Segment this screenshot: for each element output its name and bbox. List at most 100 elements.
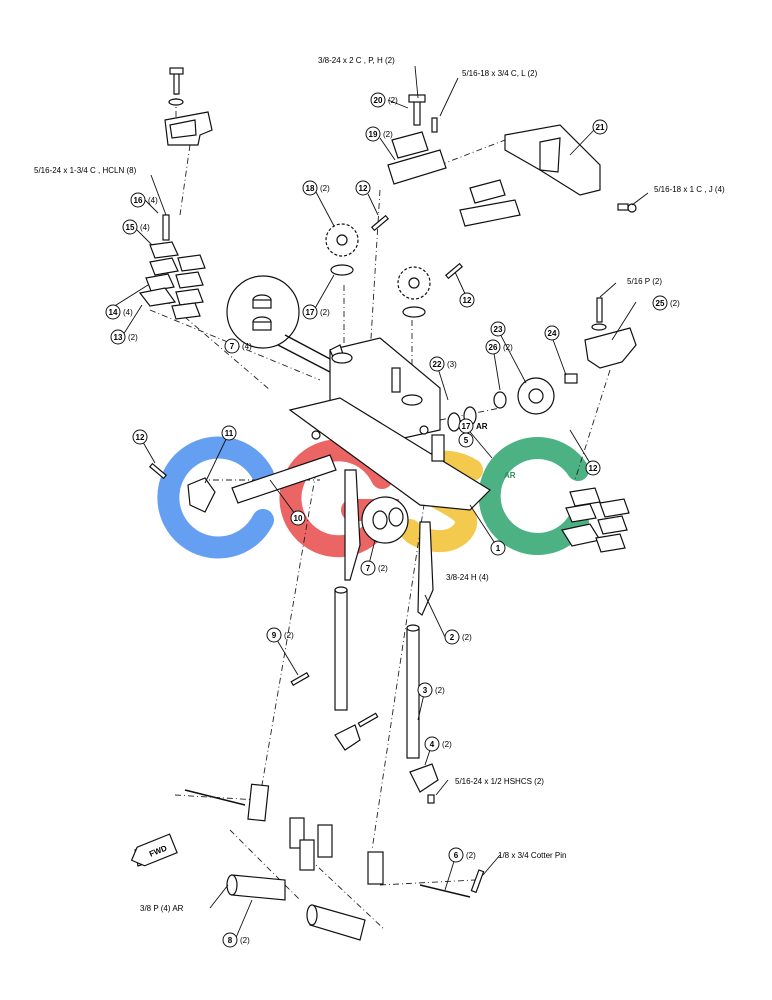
callout-circle (266, 627, 282, 643)
callout-circle (490, 321, 506, 337)
callout-number: 21 (596, 123, 605, 132)
callout-2: 2 (2) (444, 629, 472, 645)
callout-number: 17 (462, 422, 471, 431)
callout-quantity: (3) (447, 360, 457, 369)
callout-circle (110, 329, 126, 345)
callout-quantity: (2) (320, 308, 330, 317)
callout-10: 10 (290, 510, 306, 526)
callout-number: 6 (454, 851, 459, 860)
callout-23: 23 (490, 321, 506, 337)
callout-quantity: (2) (466, 851, 476, 860)
callout-number: 26 (489, 343, 498, 352)
callout-17: 17 (2) (302, 304, 330, 320)
callout-number: 9 (272, 631, 277, 640)
callout-quantity: (4) (123, 308, 133, 317)
callout-quantity: (2) (240, 936, 250, 945)
callout-circle (290, 510, 306, 526)
top-left-bolt-assembly (164, 67, 213, 146)
callout-circle (132, 429, 148, 445)
callout-26: 26 (2) (485, 339, 513, 355)
callout-6: 6 (2) (448, 847, 476, 863)
callout-quantity: (2) (128, 333, 138, 342)
callout-circle (224, 338, 240, 354)
upper-right-bracket-assembly (387, 94, 637, 227)
callout-quantity: (2) (378, 564, 388, 573)
callout-21: 21 (592, 119, 608, 135)
callout-number: 22 (433, 360, 442, 369)
callout-number: 11 (225, 429, 234, 438)
callout-12: 12 (459, 292, 475, 308)
fastener-label-6: 3/8-24 H (4) (446, 573, 489, 582)
callout-number: 5 (464, 436, 469, 445)
watermark-letter-c1 (157, 436, 274, 559)
callout-circle (485, 339, 501, 355)
callout-circle (355, 180, 371, 196)
callout-19: 19(2) (365, 126, 393, 142)
callout-quantity: (2) (284, 631, 294, 640)
callout-number: 7 (366, 564, 371, 573)
ar-tag: AR (504, 471, 516, 480)
callout-12: 12 (585, 460, 601, 476)
callout-number: 20 (374, 96, 383, 105)
callout-quantity: (2) (320, 184, 330, 193)
callout-circle (365, 126, 381, 142)
callout-quantity: (2) (462, 633, 472, 642)
callout-quantity: (4) (148, 196, 158, 205)
bottom-linkage (134, 783, 485, 941)
callout-number: 12 (359, 184, 368, 193)
callout-circle (585, 460, 601, 476)
callout-12: 12 (355, 180, 371, 196)
callout-4: 4(2) (424, 736, 452, 752)
callout-circle (122, 219, 138, 235)
callout-7: 7 (2) (360, 560, 388, 576)
fastener-label-4: 5/16-18 x 1 C , J (4) (654, 185, 725, 194)
vertical-rods (290, 586, 439, 804)
callout-number: 25 (656, 299, 665, 308)
callout-16: 16(4) (130, 192, 158, 208)
callout-25: 25 (2) (652, 295, 680, 311)
callout-number: 8 (228, 936, 233, 945)
callout-quantity: (2) (503, 343, 513, 352)
callout-number: 17 (306, 308, 315, 317)
left-plate-stack (138, 214, 206, 320)
callout-circle (105, 304, 121, 320)
callout-number: 7 (230, 342, 235, 351)
callout-number: 10 (294, 514, 303, 523)
callout-24: 24 (544, 325, 560, 341)
callout-circle (130, 192, 146, 208)
callout-13: 13 (2) (110, 329, 138, 345)
right-hub-assembly (447, 297, 637, 432)
callout-20: 20(2) (370, 92, 398, 108)
callout-number: 12 (463, 296, 472, 305)
callout-circle (458, 418, 474, 434)
callout-circle (592, 119, 608, 135)
callout-7: 7(4) (224, 338, 252, 354)
sprocket-assembly (325, 214, 464, 318)
callout-number: 24 (548, 329, 557, 338)
watermark-letter-c2 (478, 437, 589, 555)
callout-1: 1 (490, 540, 506, 556)
callout-number: 13 (114, 333, 123, 342)
fastener-label-3: 5/16-24 x 1-3/4 C , HCLN (8) (34, 166, 137, 175)
callout-circle (544, 325, 560, 341)
fwd-arrow: FWD (130, 833, 178, 867)
callout-5: 5 (458, 432, 474, 448)
fastener-label-5: 5/16 P (2) (627, 277, 662, 286)
fastener-label-9: 3/8 P (4) AR (140, 904, 184, 913)
callout-15: 15(4) (122, 219, 150, 235)
callout-quantity: (4) (140, 223, 150, 232)
callout-14: 14 (4) (105, 304, 133, 320)
callout-quantity: (2) (435, 686, 445, 695)
fastener-label-8: 1/8 x 3/4 Cotter Pin (498, 851, 566, 860)
callout-circle (429, 356, 445, 372)
callout-number: 23 (494, 325, 503, 334)
callout-number: 1 (496, 544, 501, 553)
callout-quantity: (2) (670, 299, 680, 308)
callout-circle (652, 295, 668, 311)
callout-number: 2 (450, 633, 455, 642)
callout-number: 3 (423, 686, 428, 695)
bushing-detail-circle (226, 275, 333, 373)
callout-number: 14 (109, 308, 118, 317)
